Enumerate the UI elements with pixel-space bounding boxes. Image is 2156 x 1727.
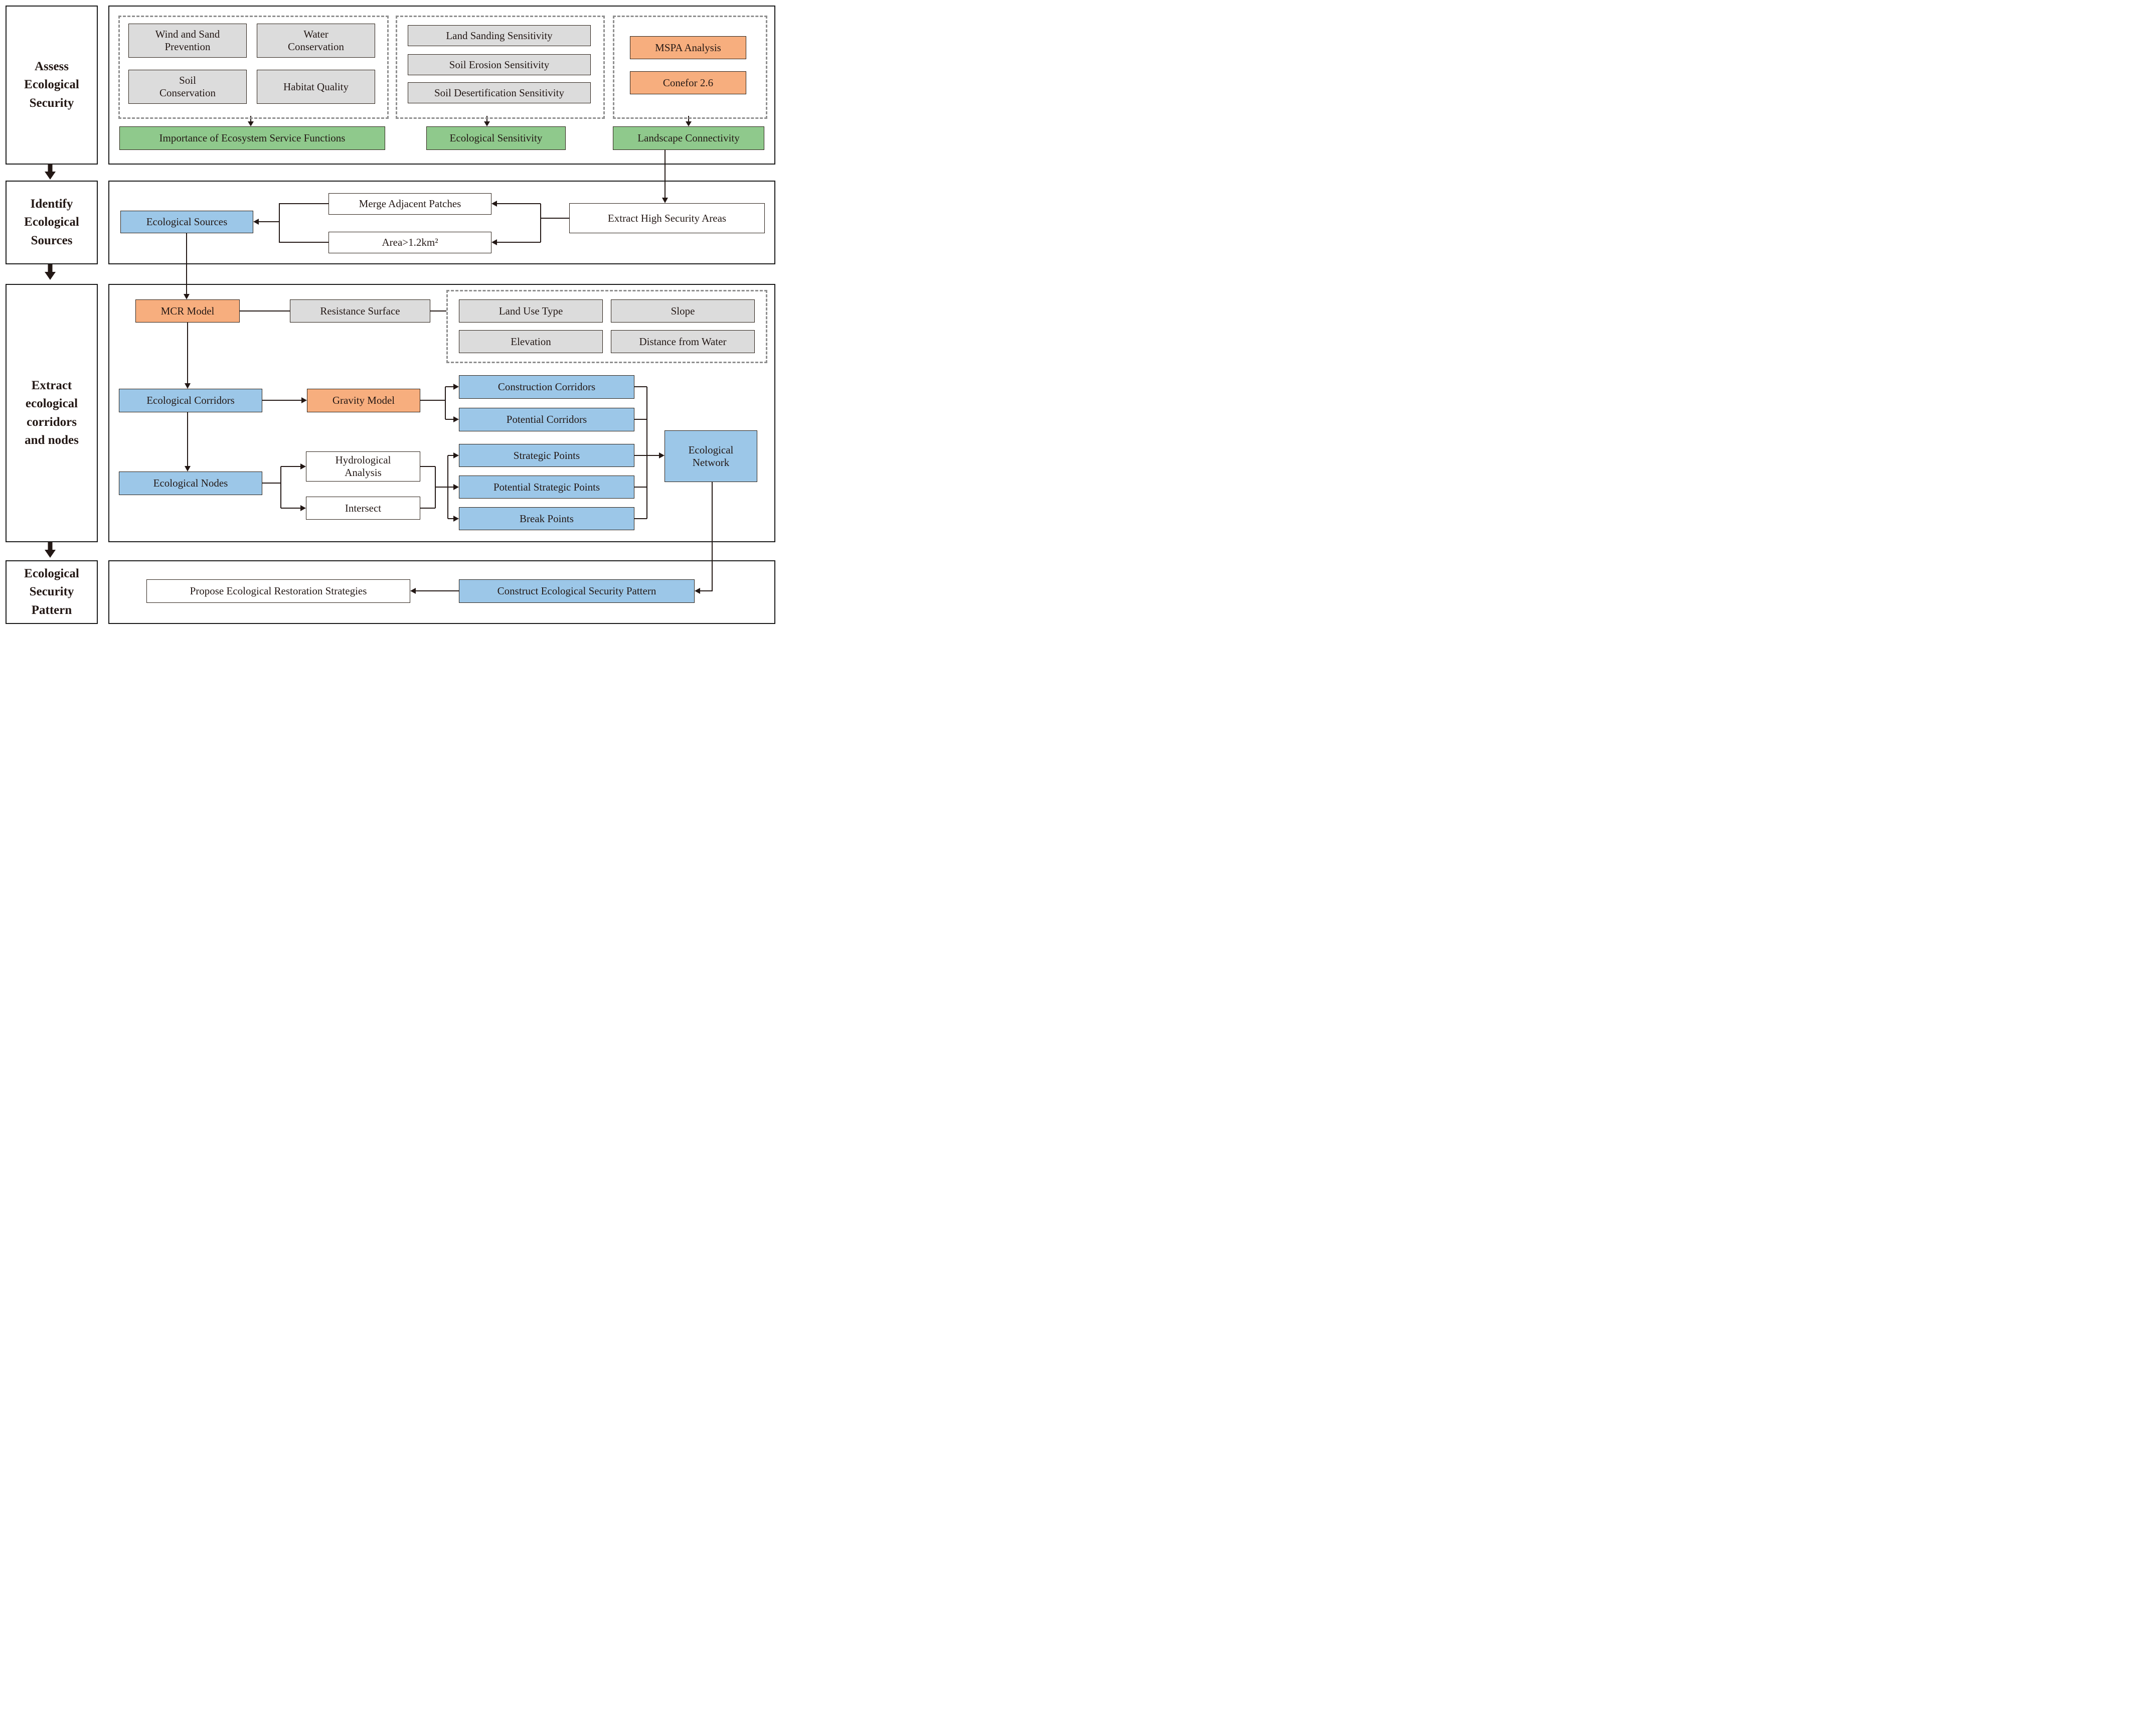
stage-extract-corridors-nodes: Extract ecological corridors and nodes	[6, 284, 98, 542]
box-ecological-network: Ecological Network	[665, 430, 757, 482]
stage-identify-ecological-sources: Identify Ecological Sources	[6, 181, 98, 264]
box-importance-ecosystem-service-functions: Importance of Ecosystem Service Function…	[119, 126, 385, 150]
box-elevation: Elevation	[459, 330, 603, 353]
box-mcr-model: MCR Model	[135, 299, 240, 323]
box-conefor: Conefor 2.6	[630, 71, 746, 94]
box-construct-security-pattern: Construct Ecological Security Pattern	[459, 579, 695, 603]
box-potential-corridors: Potential Corridors	[459, 408, 634, 431]
box-land-sanding-sensitivity: Land Sanding Sensitivity	[408, 25, 591, 46]
box-land-use-type: Land Use Type	[459, 299, 603, 323]
box-propose-restoration-strategies: Propose Ecological Restoration Strategie…	[146, 579, 410, 603]
box-ecological-sources: Ecological Sources	[120, 211, 253, 233]
box-ecological-corridors: Ecological Corridors	[119, 389, 262, 412]
box-wind-sand-prevention: Wind and Sand Prevention	[128, 24, 247, 58]
box-water-conservation: Water Conservation	[257, 24, 375, 58]
box-hydrological-analysis: Hydrological Analysis	[306, 451, 420, 482]
box-mspa-analysis: MSPA Analysis	[630, 36, 746, 59]
box-habitat-quality: Habitat Quality	[257, 70, 375, 104]
box-strategic-points: Strategic Points	[459, 444, 634, 467]
group-resistance-factors	[446, 290, 767, 363]
group-landscape-connectivity	[613, 16, 767, 119]
box-soil-conservation: Soil Conservation	[128, 70, 247, 104]
box-ecological-nodes: Ecological Nodes	[119, 472, 262, 495]
box-extract-high-security-areas: Extract High Security Areas	[569, 203, 765, 233]
box-ecological-sensitivity: Ecological Sensitivity	[426, 126, 566, 150]
box-soil-desertification-sensitivity: Soil Desertification Sensitivity	[408, 82, 591, 103]
box-slope: Slope	[611, 299, 755, 323]
box-construction-corridors: Construction Corridors	[459, 375, 634, 399]
box-landscape-connectivity: Landscape Connectivity	[613, 126, 764, 150]
stage-ecological-security-pattern: Ecological Security Pattern	[6, 560, 98, 624]
box-area-threshold: Area>1.2km²	[328, 232, 491, 253]
box-merge-adjacent-patches: Merge Adjacent Patches	[328, 193, 491, 215]
group-ecosystem-service-functions	[118, 16, 389, 119]
box-soil-erosion-sensitivity: Soil Erosion Sensitivity	[408, 54, 591, 75]
group-ecological-sensitivity	[396, 16, 605, 119]
box-intersect: Intersect	[306, 497, 420, 520]
stage-assess-ecological-security: Assess Ecological Security	[6, 6, 98, 165]
box-potential-strategic-points: Potential Strategic Points	[459, 476, 634, 499]
box-distance-from-water: Distance from Water	[611, 330, 755, 353]
flowchart-ecological-security-pattern: Assess Ecological Security Identify Ecol…	[0, 0, 777, 624]
box-break-points: Break Points	[459, 507, 634, 530]
box-resistance-surface: Resistance Surface	[290, 299, 430, 323]
box-gravity-model: Gravity Model	[307, 389, 420, 412]
